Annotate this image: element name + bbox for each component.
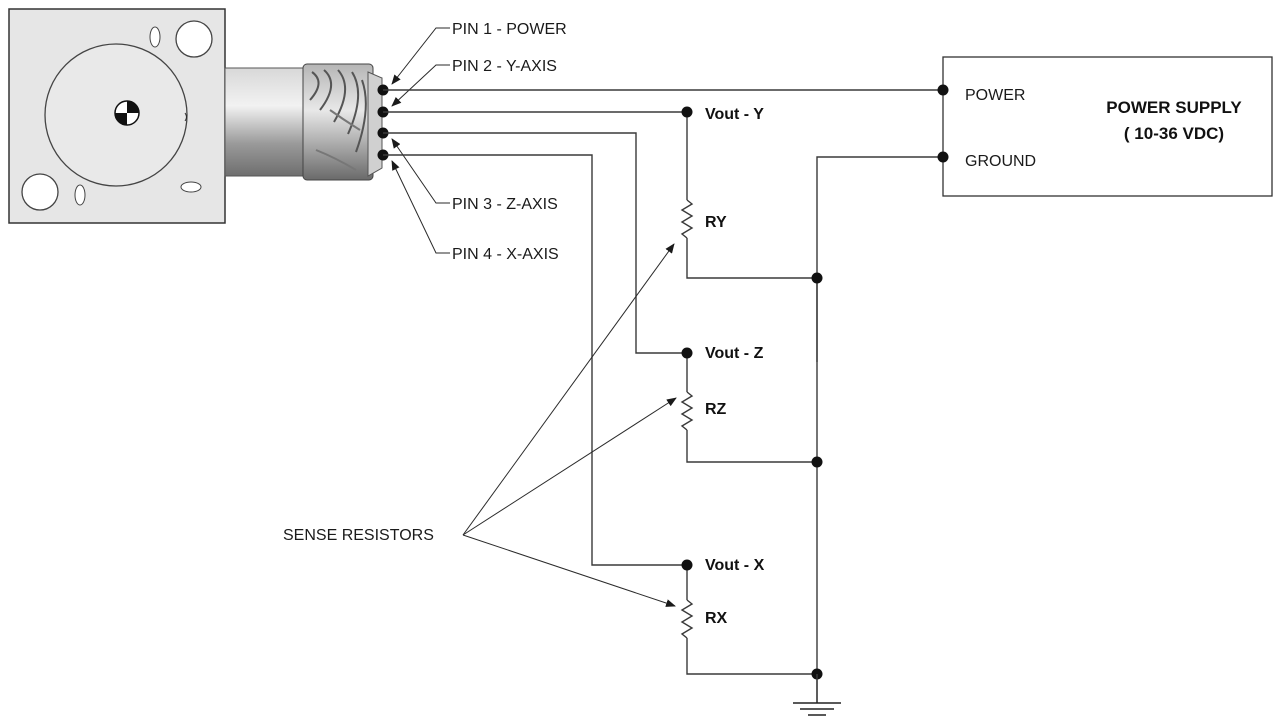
power-terminal-label: POWER (965, 87, 1025, 104)
rx-label: RX (705, 610, 728, 627)
x-axis-wire (383, 154, 687, 566)
sense-arrow-ry (462, 243, 675, 536)
vout-y-label: Vout - Y (705, 106, 764, 123)
pin-3-leader (391, 138, 450, 204)
resistor-ry (680, 199, 694, 239)
slot-right (180, 181, 202, 193)
pin-2-label: PIN 2 - Y-AXIS (452, 58, 557, 75)
resistor-rx (680, 599, 694, 639)
mounting-hole-bottom-left (21, 173, 59, 211)
center-of-mass-icon (114, 100, 140, 126)
vout-x-label: Vout - X (705, 557, 765, 574)
pin-4-label: PIN 4 - X-AXIS (452, 246, 559, 263)
pin-2-leader (391, 64, 450, 107)
ground-terminal-label: GROUND (965, 153, 1036, 170)
power-terminal-dot (937, 84, 949, 96)
vout-x-node (681, 559, 693, 571)
power-supply-box: POWER GROUND POWER SUPPLY ( 10-36 VDC) (937, 56, 1273, 197)
rz-ground-junction (811, 456, 823, 468)
power-supply-title: POWER SUPPLY (1106, 98, 1242, 117)
power-supply-voltage: ( 10-36 VDC) (1124, 124, 1224, 143)
pin-1-label: PIN 1 - POWER (452, 21, 567, 38)
sensor-connector (224, 63, 383, 181)
ground-symbol-icon (793, 674, 841, 716)
pin-3-label: PIN 3 - Z-AXIS (452, 196, 558, 213)
mounting-hole-top-right (175, 20, 213, 58)
slot-top (149, 26, 161, 48)
ground-terminal-dot (937, 151, 949, 163)
sense-resistors-label: SENSE RESISTORS (283, 527, 434, 544)
ground-bus-upper (816, 156, 943, 362)
vout-y-node (681, 106, 693, 118)
ry-label: RY (705, 214, 727, 231)
pin-1-leader (391, 27, 450, 85)
accelerometer-sensor (8, 8, 226, 224)
vout-z-node (681, 347, 693, 359)
vout-z-label: Vout - Z (705, 345, 764, 362)
pin-4-leader (391, 160, 450, 254)
sense-arrow-rx (462, 534, 676, 607)
resistor-rz (680, 391, 694, 431)
slot-bottom (74, 184, 86, 206)
z-axis-wire (383, 132, 687, 354)
sense-arrow-rz (462, 397, 677, 536)
rz-label: RZ (705, 401, 727, 418)
ry-ground-junction (811, 272, 823, 284)
connector-barrel (224, 67, 308, 177)
